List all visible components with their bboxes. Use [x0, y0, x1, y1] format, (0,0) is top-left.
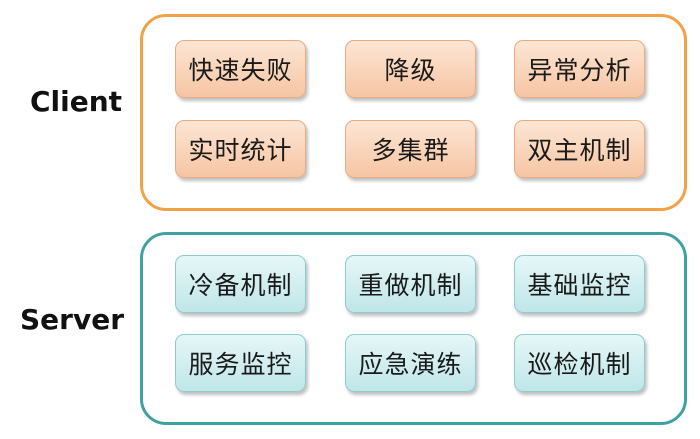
server-item-emergency-drill: 应急演练: [345, 334, 476, 392]
server-item-inspection: 巡检机制: [514, 334, 645, 392]
client-item-fast-fail: 快速失败: [175, 40, 306, 98]
client-item-realtime-stats: 实时统计: [175, 120, 306, 178]
server-item-service-monitoring: 服务监控: [175, 334, 306, 392]
client-label: Client: [30, 85, 123, 118]
client-item-dual-master: 双主机制: [514, 120, 645, 178]
client-item-exception-analysis: 异常分析: [514, 40, 645, 98]
client-item-degrade: 降级: [345, 40, 476, 98]
server-item-redo: 重做机制: [345, 255, 476, 313]
server-item-cold-backup: 冷备机制: [175, 255, 306, 313]
client-item-multi-cluster: 多集群: [345, 120, 476, 178]
server-item-basic-monitoring: 基础监控: [514, 255, 645, 313]
server-label: Server: [20, 303, 125, 336]
